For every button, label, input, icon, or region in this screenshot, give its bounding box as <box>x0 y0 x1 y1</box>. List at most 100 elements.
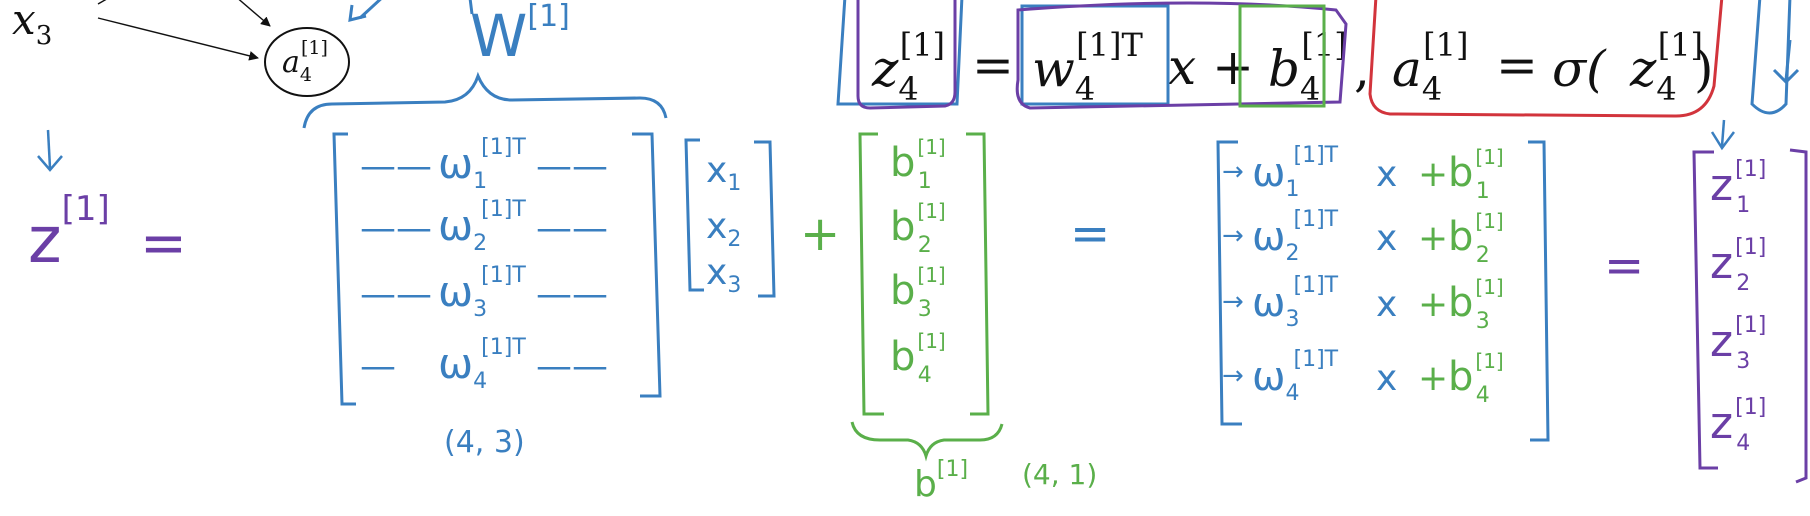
W-label: W[1] <box>470 0 570 70</box>
b-brace <box>850 421 1004 462</box>
x-vector-entry: x3 <box>706 252 741 298</box>
edge-arrow <box>97 17 259 61</box>
eq-close-paren: ) <box>1694 40 1714 98</box>
result-left-bracket <box>1216 140 1242 426</box>
weight-rows: ——ω1[1]T————ω2[1]T————ω3[1]T———ω4[1]T—— <box>360 135 608 394</box>
weight-row-label: ω4[1]T <box>438 335 526 394</box>
x-right-bracket <box>754 140 776 298</box>
W-shape: (4, 3) <box>444 425 525 460</box>
eq-w: w4[1]T <box>1032 26 1144 108</box>
pen-stroke <box>1720 119 1726 147</box>
weight-row-dash-left: —— <box>360 208 432 249</box>
eq-z-inner: z4[1] <box>1629 26 1703 108</box>
weight-row-dash-right: —— <box>536 346 608 387</box>
weight-row-dash-left: —— <box>360 146 432 187</box>
z-right-bracket <box>1789 148 1808 484</box>
input-node-x3: x3 <box>12 0 52 51</box>
result-row-x: x <box>1376 218 1397 259</box>
result-row-x: x <box>1376 358 1397 399</box>
pen-stroke <box>46 129 52 169</box>
pen-stroke <box>468 0 474 15</box>
W-right-bracket <box>632 132 662 398</box>
weight-row-dash-left: — <box>360 346 396 387</box>
b-left-bracket <box>858 132 884 416</box>
weight-row-dash-right: —— <box>536 146 608 187</box>
equals-1: = <box>140 211 187 276</box>
eq-equals: = <box>972 36 1014 94</box>
pen-arrowhead <box>37 155 63 172</box>
blue-box-z <box>836 0 964 106</box>
result-row-arrow: → <box>1222 157 1244 187</box>
pen-arrowhead <box>1710 131 1735 151</box>
weight-row-label: ω3[1]T <box>438 263 526 322</box>
weight-row-dash-right: —— <box>536 208 608 249</box>
result-row-bias: b[1]4 <box>1448 349 1504 408</box>
pen-arrowhead <box>348 4 367 22</box>
weight-row-label: ω2[1]T <box>438 197 526 256</box>
green-box-b <box>1238 4 1326 108</box>
result-row-arrow: → <box>1222 361 1244 391</box>
result-row-arrow: → <box>1222 221 1244 251</box>
result-row-plus: + <box>1418 154 1448 195</box>
b-right-bracket <box>966 132 990 416</box>
eq-b: b4[1] <box>1268 26 1347 108</box>
z-vector-entry: z[1]2 <box>1710 235 1766 296</box>
top-equation: z4[1] = w4[1]T x + b4[1] , a4[1] = σ( z4… <box>836 0 1800 118</box>
neuron-node <box>264 27 350 97</box>
result-row-weight: ω4[1]T <box>1252 347 1339 406</box>
W-brace <box>302 71 668 129</box>
handwritten-matrix-equation: W[1] z[1] = ——ω1[1]T————ω2[1]T————ω3[1]T… <box>28 0 1808 505</box>
eq-z: z4[1] <box>871 26 945 108</box>
z-left-bracket <box>1692 150 1718 470</box>
edge-arrow <box>238 0 271 27</box>
equals-3: = <box>1604 238 1644 294</box>
result-row-bias: b[1]1 <box>1448 145 1504 204</box>
result-row-x: x <box>1376 284 1397 325</box>
W-left-bracket <box>332 132 356 406</box>
pen-arrowhead <box>1772 68 1800 85</box>
eq-equals-2: = <box>1496 36 1538 94</box>
result-row-bias: b[1]3 <box>1448 275 1504 334</box>
z-vector-entry: z[1]4 <box>1710 395 1766 456</box>
equals-2: = <box>1070 206 1110 262</box>
b-label: b[1] <box>914 457 968 505</box>
result-row-bias: b[1]2 <box>1448 209 1504 268</box>
b-vector-entry: b[1]3 <box>890 263 946 322</box>
eq-a: a4[1] <box>1392 26 1469 108</box>
pen-stroke <box>1784 39 1792 81</box>
plus-sign: + <box>800 206 840 262</box>
result-right-bracket <box>1528 140 1550 442</box>
network-fragment: x3 a4[1] <box>12 0 382 97</box>
edge-line <box>97 0 107 5</box>
x-vector-entry: x2 <box>706 206 741 252</box>
b-vector-entry: b[1]2 <box>890 199 946 258</box>
b-vector-entry: b[1]1 <box>890 135 946 194</box>
b-vector-entry: b[1]4 <box>890 329 946 388</box>
result-row-x: x <box>1376 154 1397 195</box>
z-vector-label: z[1] <box>28 189 110 278</box>
result-row-weight: ω3[1]T <box>1252 273 1339 332</box>
z-vector-entry: z[1]1 <box>1710 157 1766 218</box>
result-row-plus: + <box>1418 358 1448 399</box>
purple-box-z <box>856 0 957 110</box>
result-row-plus: + <box>1418 218 1448 259</box>
result-row-arrow: → <box>1222 287 1244 317</box>
pen-stroke <box>358 0 382 20</box>
neuron-label: a4[1] <box>282 37 328 86</box>
red-box-activation <box>1368 0 1724 118</box>
weight-row-label: ω1[1]T <box>438 135 526 194</box>
z-rows: z[1]1 z[1]2 z[1]3 z[1]4 <box>1710 157 1766 456</box>
blue-box-right <box>1750 0 1792 115</box>
z-vector-entry: z[1]3 <box>1710 313 1766 374</box>
result-row-plus: + <box>1418 284 1448 325</box>
b-shape: (4, 1) <box>1022 458 1097 491</box>
weight-row-dash-right: —— <box>536 274 608 315</box>
result-row-weight: ω2[1]T <box>1252 207 1339 266</box>
result-row-weight: ω1[1]T <box>1252 143 1339 202</box>
eq-sigma: σ( <box>1552 40 1607 98</box>
eq-comma: , <box>1354 40 1370 98</box>
x-vector-entry: x1 <box>706 150 741 196</box>
